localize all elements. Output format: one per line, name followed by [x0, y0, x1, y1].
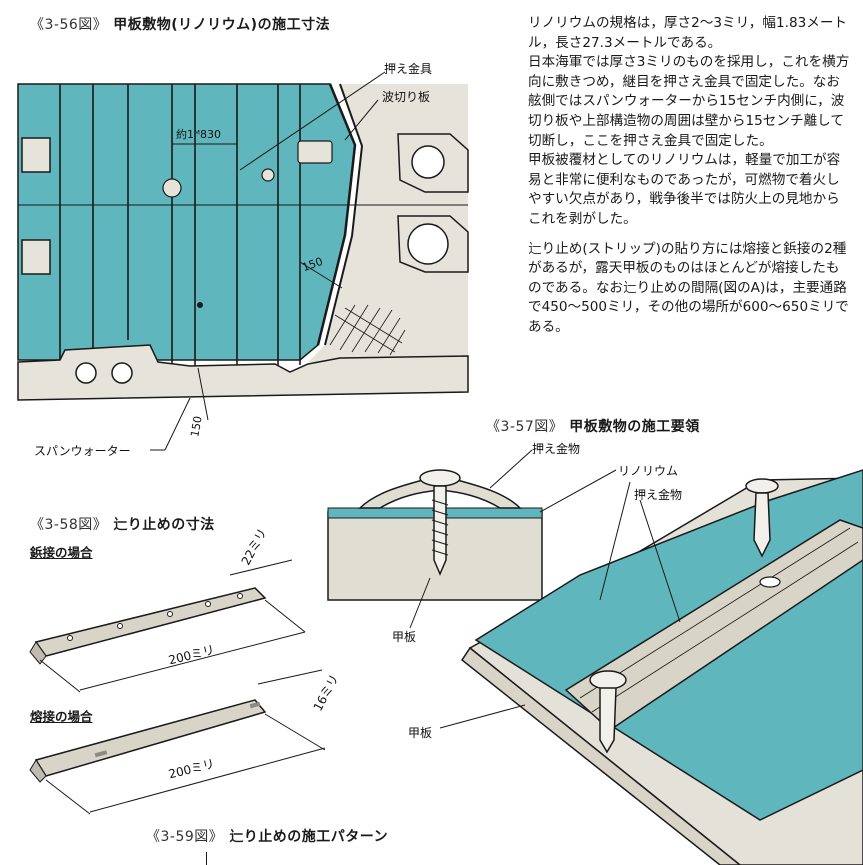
fig56-fitting-b [21, 239, 51, 275]
fig56-hatch-cover [297, 140, 333, 164]
fig57-screw-body-b [599, 687, 617, 754]
fig56-wavebreaker-inner [324, 83, 364, 346]
fig56-label-width: 約1ᴹ830 [176, 128, 221, 141]
fig58-weld-strip [34, 699, 267, 777]
fig58-title: 《3-58図》辷り止めの寸法 [30, 517, 215, 533]
fig56-hole-c [197, 302, 203, 308]
fig56-wavebreaker-outer [316, 83, 357, 346]
fig58-rivet-case: 鋲接の場合 [30, 545, 93, 560]
fig56-label-namikiri: 波切り板 [382, 90, 431, 104]
fig57-label-kanpan-a: 甲板 [392, 630, 417, 644]
fig58-weld-dims [45, 669, 326, 815]
fig56-leaders [150, 71, 386, 451]
fig57-label-kanpan-b: 甲板 [408, 726, 433, 740]
fig58-weld-marks [94, 701, 261, 758]
fig56-hole-a [162, 178, 182, 198]
fig56-title: 《3-56図》甲板敷物(リノリウム)の施工寸法 [30, 17, 331, 33]
fig57-title: 《3-57図》甲板敷物の施工要領 [486, 419, 700, 435]
fig58-rivet-strip [34, 587, 267, 657]
fig58-rivet-strip-end [29, 641, 47, 665]
fig56-label-spanwater: スパンウォーター [34, 444, 131, 458]
fig56-bollards [397, 133, 469, 273]
fig59-title: 《3-59図》辷り止めの施工パターン [146, 829, 389, 845]
fig57-label-osae-top: 押え金物 [532, 442, 581, 456]
fig58-weld-strip-end [29, 759, 47, 783]
fig56-scupper-b [111, 362, 133, 384]
fig57-deck-edge [460, 646, 742, 865]
fig57-label-linoleum: リノリウム [618, 464, 679, 478]
fig57-leaders [409, 449, 681, 729]
fig57-clamp-lines [579, 527, 859, 713]
fig56-scupper-a [75, 362, 97, 384]
fig56-spanwater [17, 344, 469, 401]
fig58-rivet-holes [67, 593, 243, 641]
fig57-screw-hole [759, 576, 781, 588]
fig57-screw-body-a [753, 492, 771, 558]
fig56-hatch [329, 304, 406, 356]
fig58-weld-case: 熔接の場合 [30, 709, 93, 724]
fig57-section-threads [431, 499, 449, 556]
fig57-label-osae: 押え金物 [634, 488, 683, 502]
fig56-strip-lines [59, 84, 301, 385]
fig58-rivet-dims [39, 559, 306, 693]
body-para-1: リノリウムの規格は，厚さ2〜3ミリ，幅1.83メートル，長さ27.3メートルであ… [528, 15, 848, 51]
body-para-3: 甲板被覆材としてのリノリウムは，軽量で加工が容易と非常に便利なものであったが，可… [528, 152, 841, 227]
body-para-4: 辷り止め(ストリップ)の貼り方には熔接と鋲接の2種があるが，露天甲板のものはほと… [528, 240, 849, 335]
fig56-fitting-a [21, 137, 51, 173]
body-para-2: 日本海軍では厚さ3ミリのものを採用し，これを横方向に敷きつめ，継目を押さえ金具で… [528, 54, 850, 149]
fig56-hole-b [261, 168, 275, 182]
fig56-label-osae-kanagu: 押え金具 [384, 62, 433, 76]
fig59-tick [206, 852, 207, 865]
body-text: リノリウムの規格は，厚さ2〜3ミリ，幅1.83メートル，長さ27.3メートルであ… [528, 14, 853, 338]
